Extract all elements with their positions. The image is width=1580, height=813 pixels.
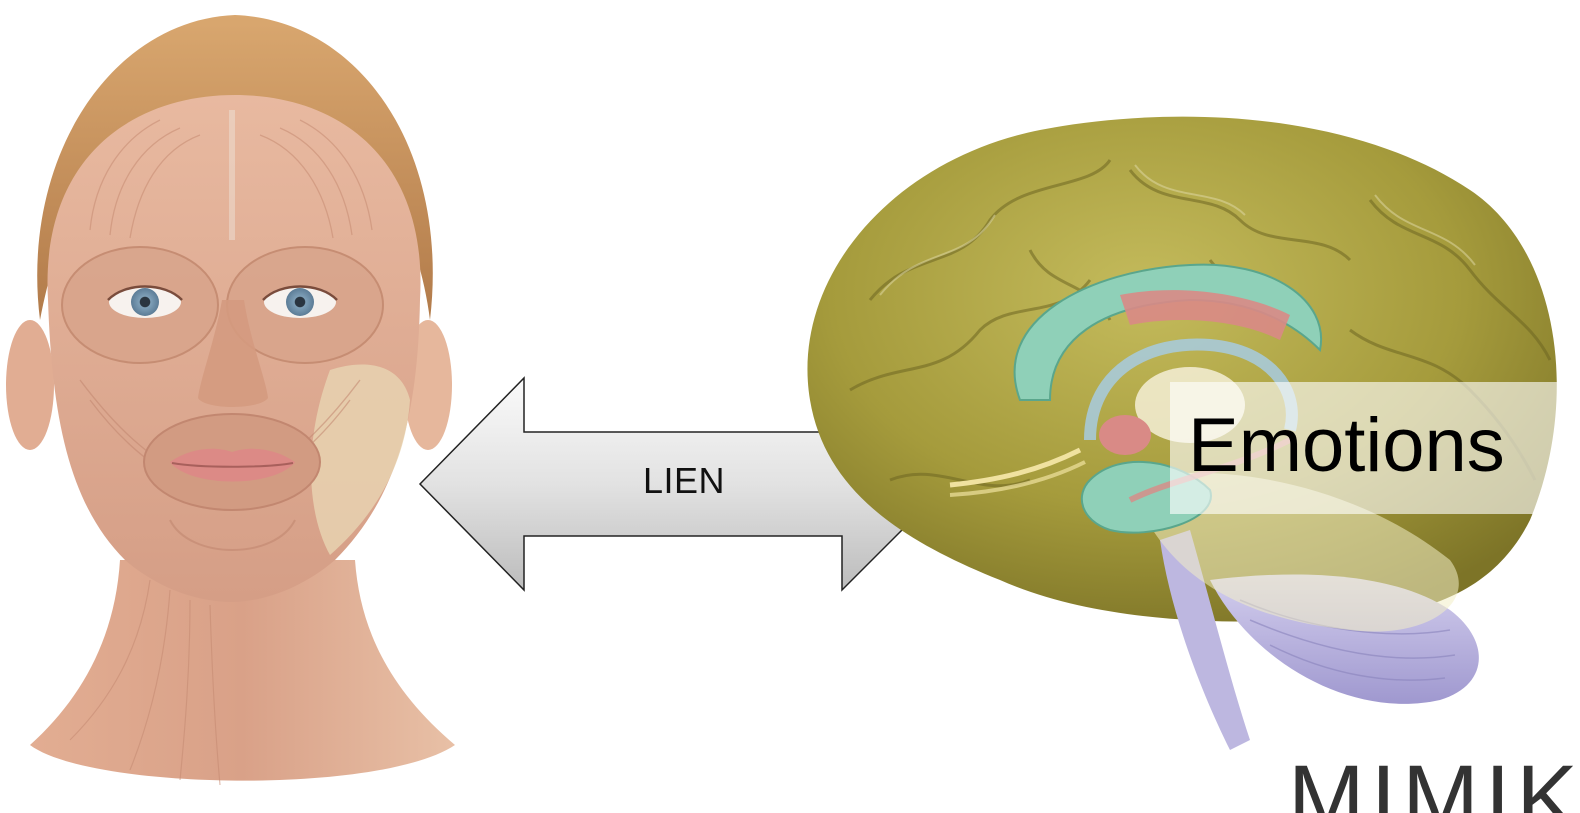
left-ear: [6, 320, 54, 450]
emotions-caption: Emotions: [1188, 402, 1505, 489]
facial-muscles-illustration: [0, 0, 470, 813]
brand-logo-text: MIMIK: [1288, 752, 1580, 813]
amygdala: [1099, 415, 1151, 455]
